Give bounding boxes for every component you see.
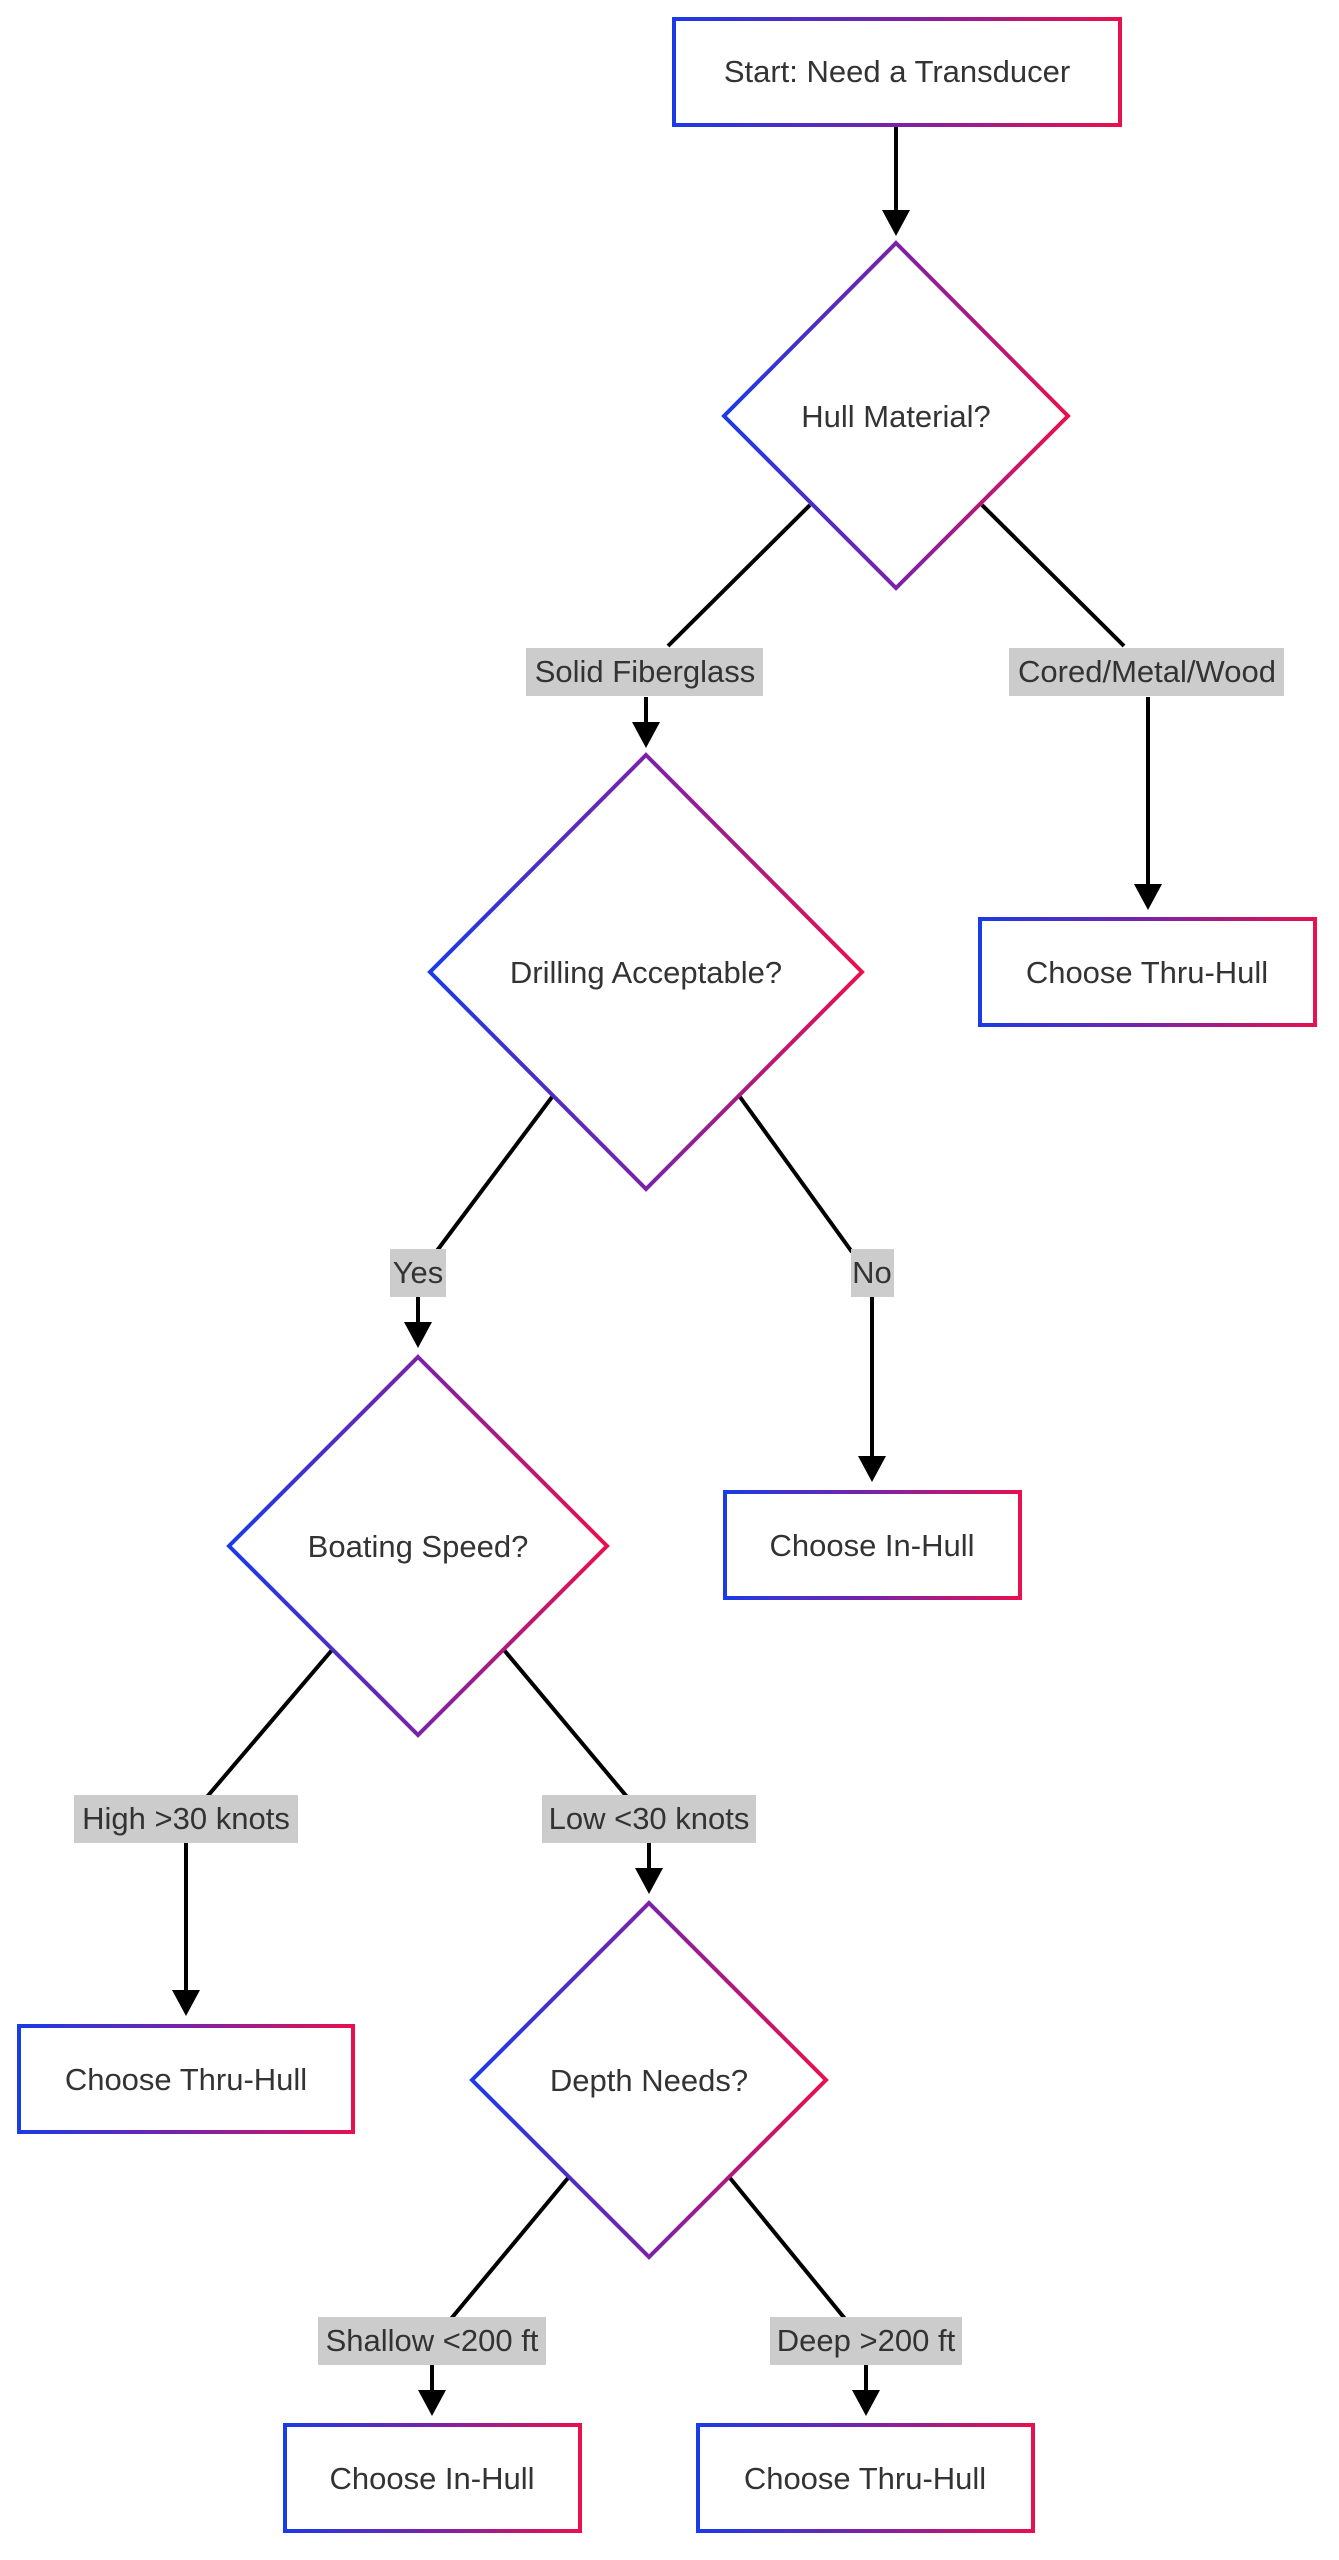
edge-drilling-to-inhull	[738, 1095, 886, 1482]
edge-depth-to-inhull-shallow	[418, 2176, 570, 2416]
svg-text:Drilling Acceptable?: Drilling Acceptable?	[510, 955, 782, 990]
svg-text:Yes: Yes	[393, 1255, 444, 1290]
edge-hull-to-drilling	[632, 503, 812, 748]
svg-text:Solid Fiberglass: Solid Fiberglass	[535, 654, 756, 689]
node-choose-in-hull-shallow[interactable]: Choose In-Hull	[283, 2423, 582, 2533]
node-drilling-decision[interactable]: Drilling Acceptable?	[427, 752, 865, 1192]
edge-label-high-speed: High >30 knots	[74, 1795, 298, 1843]
node-boating-speed-decision[interactable]: Boating Speed?	[226, 1354, 610, 1738]
edge-label-cored-metal-wood: Cored/Metal/Wood	[1009, 648, 1284, 696]
svg-text:Choose In-Hull: Choose In-Hull	[769, 1528, 974, 1563]
edge-label-shallow: Shallow <200 ft	[318, 2317, 546, 2365]
edge-label-deep: Deep >200 ft	[770, 2317, 962, 2365]
edge-start-to-hull	[882, 126, 910, 236]
nodes-layer: Start: Need a Transducer Hull Material? …	[17, 17, 1317, 2533]
edge-drilling-to-speed	[404, 1095, 554, 1348]
svg-text:Start: Need a Transducer: Start: Need a Transducer	[724, 54, 1070, 89]
svg-text:Choose Thru-Hull: Choose Thru-Hull	[1026, 955, 1268, 990]
node-start[interactable]: Start: Need a Transducer	[672, 17, 1122, 127]
edges-layer	[172, 126, 1162, 2416]
svg-text:Depth Needs?: Depth Needs?	[550, 2063, 748, 2098]
svg-text:Deep >200 ft: Deep >200 ft	[777, 2323, 956, 2358]
svg-text:High >30 knots: High >30 knots	[82, 1801, 290, 1836]
edge-labels-layer: Solid Fiberglass Cored/Metal/Wood Yes No…	[74, 648, 1284, 2365]
edge-speed-to-depth	[502, 1648, 663, 1894]
node-choose-thru-hull-cored[interactable]: Choose Thru-Hull	[978, 917, 1317, 1027]
edge-label-no: No	[851, 1249, 894, 1297]
node-hull-material-decision[interactable]: Hull Material?	[721, 240, 1071, 591]
node-choose-in-hull-no-drilling[interactable]: Choose In-Hull	[723, 1490, 1022, 1600]
svg-text:Choose In-Hull: Choose In-Hull	[329, 2461, 534, 2496]
edge-label-low-speed: Low <30 knots	[542, 1795, 756, 1843]
svg-text:Choose Thru-Hull: Choose Thru-Hull	[65, 2062, 307, 2097]
node-choose-thru-hull-high-speed[interactable]: Choose Thru-Hull	[17, 2024, 355, 2134]
edge-label-solid-fiberglass: Solid Fiberglass	[526, 648, 763, 696]
svg-text:Shallow <200 ft: Shallow <200 ft	[326, 2323, 539, 2358]
edge-speed-to-thru-high	[172, 1648, 334, 2016]
node-depth-needs-decision[interactable]: Depth Needs?	[469, 1900, 829, 2260]
svg-text:Low <30 knots: Low <30 knots	[549, 1801, 750, 1836]
node-choose-thru-hull-deep[interactable]: Choose Thru-Hull	[696, 2423, 1035, 2533]
svg-text:Hull Material?: Hull Material?	[801, 399, 991, 434]
svg-text:Boating Speed?: Boating Speed?	[308, 1529, 529, 1564]
edge-depth-to-thru-deep	[728, 2176, 880, 2416]
svg-text:Cored/Metal/Wood: Cored/Metal/Wood	[1018, 654, 1276, 689]
edge-label-yes: Yes	[390, 1249, 446, 1297]
svg-text:No: No	[852, 1255, 892, 1290]
svg-text:Choose Thru-Hull: Choose Thru-Hull	[744, 2461, 986, 2496]
edge-hull-to-thru-cored	[980, 503, 1162, 910]
